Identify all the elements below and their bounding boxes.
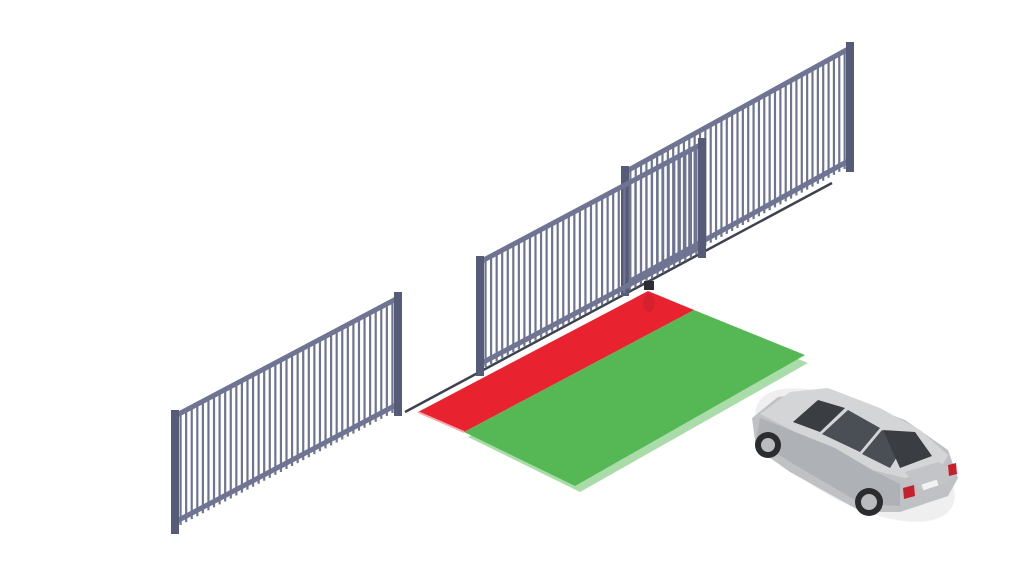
- sensor-icon: [643, 281, 655, 312]
- detection-zones: [417, 291, 808, 492]
- sliding-gate-front-icon: [476, 138, 706, 376]
- danger-zone: [418, 291, 694, 432]
- car-icon: [752, 388, 958, 522]
- safe-zone: [464, 310, 805, 486]
- fence-icon: [171, 292, 402, 534]
